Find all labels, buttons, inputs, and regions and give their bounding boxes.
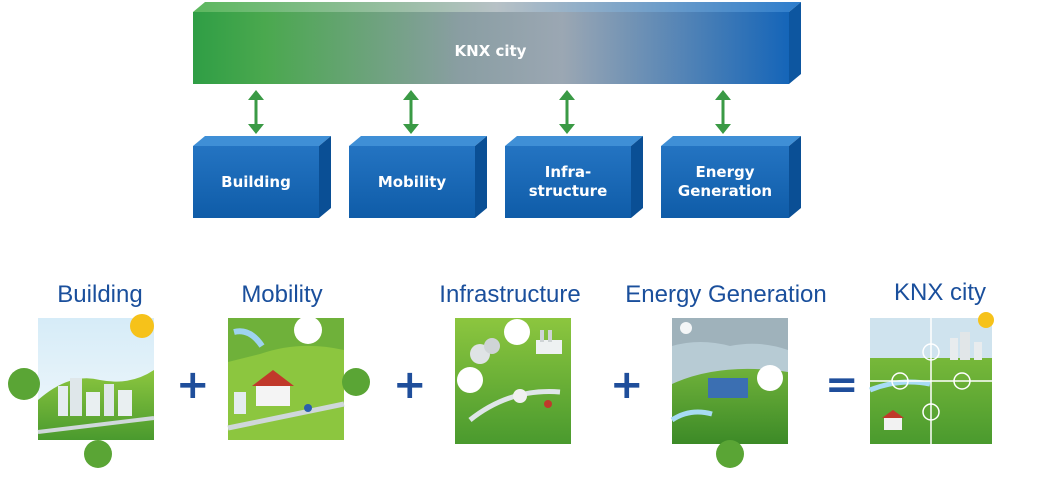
- puzzle-title-knx-city: KNX city: [893, 279, 986, 306]
- plus-operator: +: [393, 362, 427, 408]
- knx-city-puzzle: [869, 312, 994, 444]
- plus-operator: +: [176, 362, 210, 408]
- mobility-box-label: Mobility: [377, 172, 447, 191]
- puzzle-title-mobility: Mobility: [241, 281, 323, 308]
- knx-hierarchy-diagram: [193, 2, 801, 218]
- mobility-box: [349, 136, 487, 218]
- infrastructure-box: [505, 136, 643, 218]
- energy-generation-box: [661, 136, 801, 218]
- arrow-infrastructure: [559, 90, 575, 134]
- building-puzzle-piece: [8, 314, 155, 468]
- double-arrows: [248, 90, 731, 134]
- arrow-energy-generation: [715, 90, 731, 134]
- plus-operator: +: [610, 362, 644, 408]
- energy-generation-puzzle-piece: [670, 318, 788, 468]
- knx-city-box: [193, 2, 801, 84]
- arrow-mobility: [403, 90, 419, 134]
- equals-operator: =: [825, 362, 859, 408]
- puzzle-title-infrastructure: Infrastructure: [439, 281, 581, 308]
- puzzle-title-energy-generation: Energy Generation: [625, 281, 827, 308]
- arrow-building: [248, 90, 264, 134]
- mobility-puzzle-piece: [227, 316, 370, 440]
- infrastructure-puzzle-piece: [455, 318, 571, 444]
- building-box-label: Building: [221, 172, 291, 191]
- building-box: [193, 136, 331, 218]
- puzzle-title-building: Building: [57, 281, 143, 308]
- puzzle-illustration: [8, 312, 994, 468]
- energy-generation-box-label: Energy Generation: [677, 163, 773, 200]
- knx-city-label: KNX city: [454, 41, 527, 60]
- infrastructure-box-label: Infra- structure: [528, 163, 608, 200]
